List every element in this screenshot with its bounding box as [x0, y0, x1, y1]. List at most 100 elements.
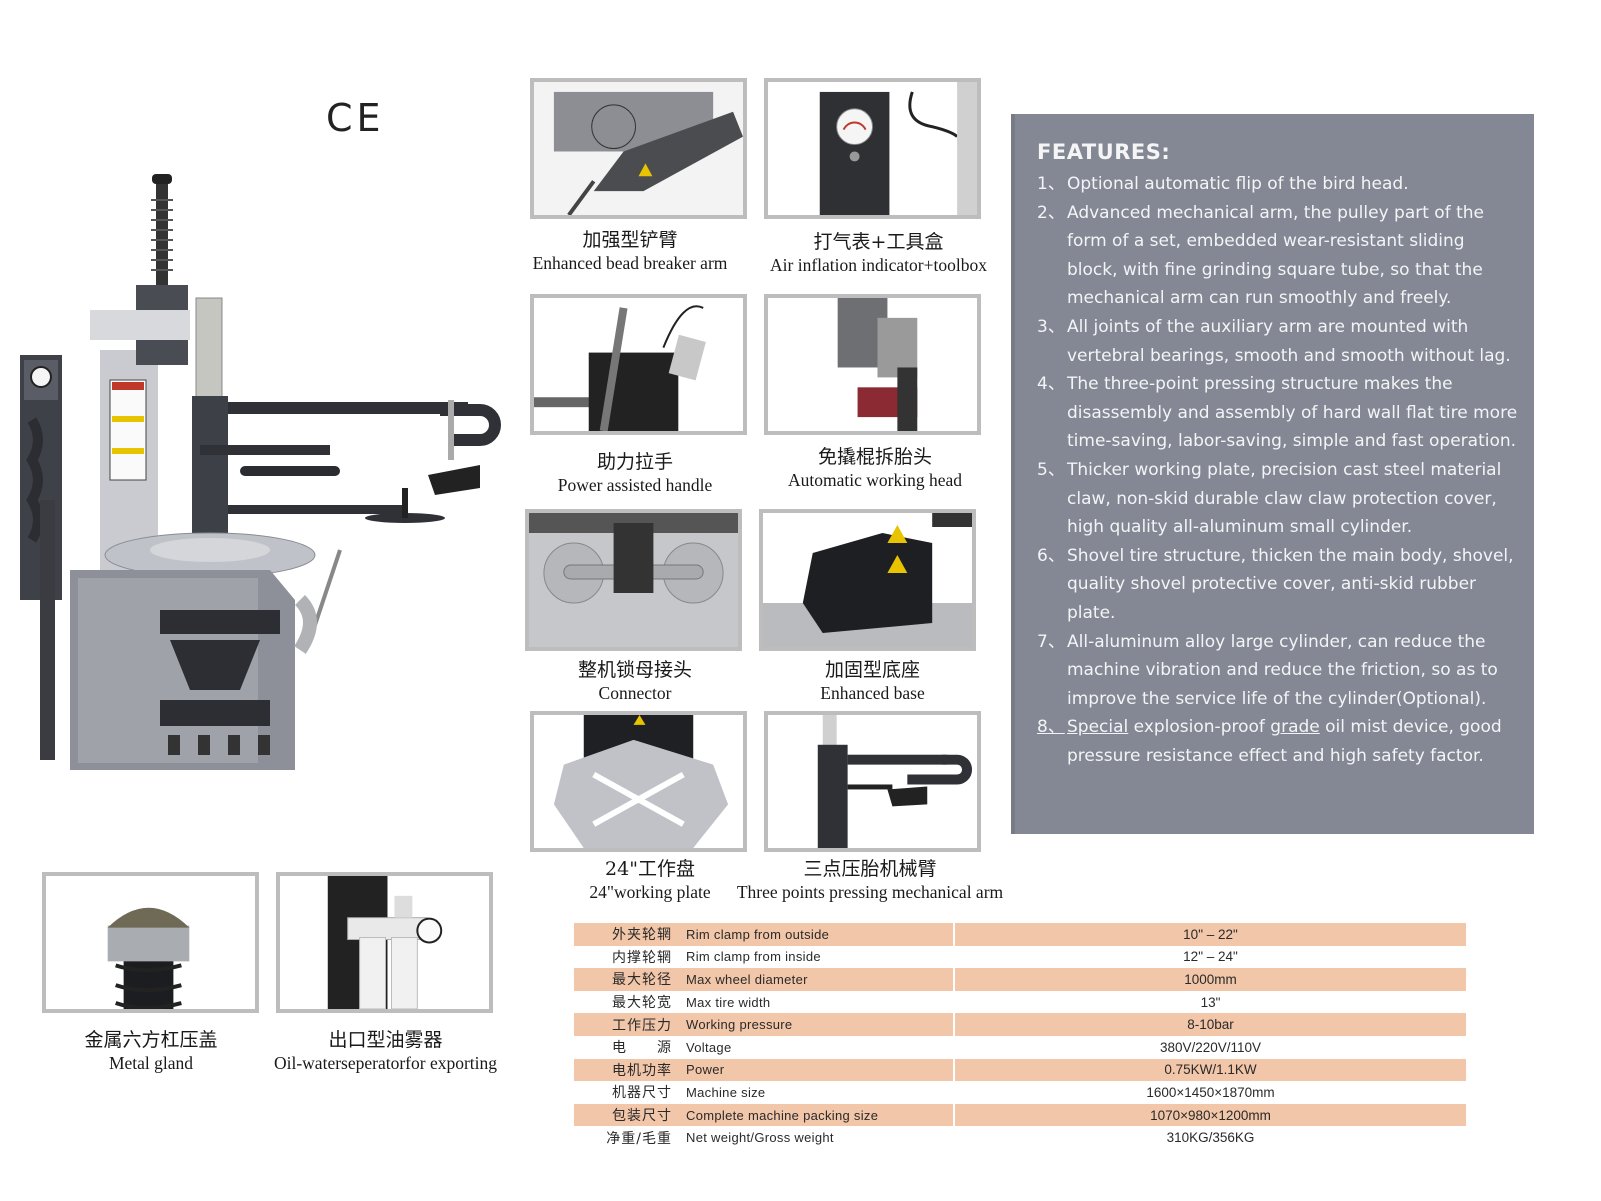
feature-number: 6、: [1037, 545, 1065, 566]
spec-value: 8-10bar: [953, 1013, 1466, 1036]
thumb-oil-water-caption-en: Oil-waterseperatorfor exporting: [273, 1053, 498, 1073]
spec-label-en: Rim clamp from outside: [686, 923, 955, 946]
spec-label-zh: 最大轮径: [612, 972, 672, 989]
thumb-power-handle-caption-zh: 助力拉手: [596, 451, 673, 473]
spec-label-zh: 外夹轮辋: [612, 927, 672, 944]
feature-item: 1、 Optional automatic flip of the bird h…: [1037, 170, 1520, 199]
thumb-working-head-caption-zh: 免撬棍拆胎头: [817, 446, 932, 468]
feature-number: 7、: [1037, 631, 1065, 652]
feature-item: 5、 Thicker working plate, precision cast…: [1037, 456, 1520, 542]
thumb-working-plate-image: [530, 711, 747, 852]
thumb-working-head-caption-en: Automatic working head: [788, 470, 962, 490]
spec-label-en: Rim clamp from inside: [686, 945, 955, 969]
gauge-icon: [836, 108, 873, 146]
thumb-inflation-caption-zh: 打气表+工具盒: [813, 231, 944, 253]
spec-value: 10" – 22": [953, 923, 1466, 946]
pressing-arm: [228, 402, 468, 414]
spec-label-zh: 净重/毛重: [606, 1130, 672, 1147]
spec-value: 1070×980×1200mm: [953, 1103, 1466, 1127]
feature-text: Thicker working plate, precision cast st…: [1067, 459, 1502, 538]
feature-number: 3、: [1037, 316, 1065, 337]
helper-column: [192, 396, 228, 556]
thumb-working-plate-caption-zh: 24"工作盘: [605, 858, 695, 880]
thumb-pressing-arm-caption-zh: 三点压胎机械臂: [803, 858, 937, 880]
feature-item: 3、 All joints of the auxiliary arm are m…: [1037, 313, 1520, 370]
feature-item: 6、 Shovel tire structure, thicken the ma…: [1037, 542, 1520, 628]
thumb-power-handle-caption-en: Power assisted handle: [557, 475, 713, 495]
thumb-bead-breaker-image: [530, 78, 747, 219]
spec-label-zh: 内撑轮辋: [612, 949, 672, 966]
feature-item: 8、 Special explosion-proof grade oil mis…: [1037, 713, 1520, 770]
thumb-oil-water-image: [276, 872, 493, 1013]
spec-value: 12" – 24": [953, 945, 1466, 969]
feature-number: 5、: [1037, 459, 1065, 480]
features-panel: FEATURES: 1、 Optional automatic flip of …: [1011, 114, 1534, 834]
spec-value: 380V/220V/110V: [953, 1035, 1466, 1059]
spec-label-zh: 最大轮宽: [612, 995, 672, 1012]
thumb-metal-gland-image: [42, 872, 259, 1013]
thumb-connector-caption-zh: 整机锁母接头: [577, 659, 692, 681]
thumb-base-image: [759, 509, 976, 651]
feature-item: 4、 The three-point pressing structure ma…: [1037, 370, 1520, 456]
spec-label-zh: 电 源: [612, 1040, 672, 1057]
spec-label-en: Machine size: [686, 1081, 955, 1104]
feature-text: The three-point pressing structure makes…: [1067, 374, 1518, 452]
spec-label-zh: 电机功率: [612, 1062, 672, 1079]
thumb-oil-water-caption-zh: 出口型油雾器: [328, 1029, 443, 1051]
spec-label-zh: 机器尺寸: [612, 1085, 672, 1102]
thumb-pressing-arm-caption-en: Three points pressing mechanical arm: [736, 882, 1004, 902]
feature-number: 4、: [1037, 374, 1065, 395]
tire-changer-machine-image: [20, 174, 501, 770]
thumb-connector-caption-en: Connector: [598, 683, 672, 703]
thumb-bead-breaker-caption-en: Enhanced bead breaker arm: [532, 253, 728, 273]
feature-number: 8、: [1037, 717, 1065, 738]
spec-value: 310KG/356KG: [953, 1126, 1466, 1149]
feature-number: 2、: [1037, 202, 1065, 223]
spec-label-en: Voltage: [686, 1035, 955, 1059]
thumb-base-caption-en: Enhanced base: [820, 683, 925, 703]
ce-certification-mark: CE: [326, 96, 385, 140]
thumb-inflation-caption-en: Air inflation indicator+toolbox: [770, 255, 987, 275]
feature-text: All joints of the auxiliary arm are moun…: [1067, 316, 1511, 366]
features-title: FEATURES:: [1037, 140, 1171, 164]
feature-number: 1、: [1037, 174, 1065, 194]
gauge-icon: [416, 917, 443, 944]
thumb-working-head-image: [764, 294, 981, 435]
feature-text: Special explosion-proof grade oil mist d…: [1067, 717, 1502, 766]
feature-text: Shovel tire structure, thicken the main …: [1067, 545, 1514, 623]
thumb-connector-image: [525, 509, 742, 651]
thumb-metal-gland-caption-en: Metal gland: [108, 1053, 194, 1073]
spec-value: 1000mm: [953, 968, 1466, 991]
spec-value: 13": [953, 990, 1466, 1014]
spec-value: 1600×1450×1870mm: [953, 1081, 1466, 1104]
pressure-gauge-icon: [30, 366, 52, 388]
spec-label-en: Working pressure: [686, 1013, 955, 1036]
thumb-metal-gland-caption-zh: 金属六方杠压盖: [84, 1029, 218, 1051]
thumb-working-plate-caption-en: 24"working plate: [589, 882, 711, 902]
feature-text: Optional automatic flip of the bird head…: [1067, 174, 1409, 194]
foot-pedals: [160, 700, 270, 726]
thumb-pressing-arm-image: [764, 711, 981, 852]
spec-label-en: Complete machine packing size: [686, 1103, 955, 1127]
spec-label-en: Max wheel diameter: [686, 968, 955, 991]
spec-value: 0.75KW/1.1KW: [953, 1058, 1466, 1082]
thumb-base-caption-zh: 加固型底座: [824, 659, 920, 681]
feature-item: 2、 Advanced mechanical arm, the pulley p…: [1037, 199, 1520, 313]
thumb-power-handle-image: [530, 294, 747, 435]
thumb-bead-breaker-caption-zh: 加强型铲臂: [582, 229, 678, 251]
thumb-inflation-image: [764, 78, 981, 219]
feature-item: 7、 All-aluminum alloy large cylinder, ca…: [1037, 628, 1520, 714]
feature-text: All-aluminum alloy large cylinder, can r…: [1067, 631, 1498, 709]
spec-label-en: Net weight/Gross weight: [686, 1126, 955, 1149]
